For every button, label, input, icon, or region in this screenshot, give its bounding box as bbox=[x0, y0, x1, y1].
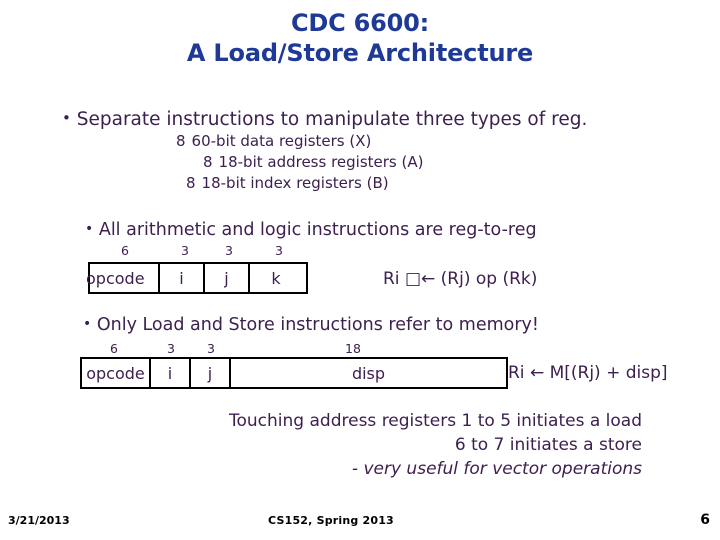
bit-width-label: 18 bbox=[345, 341, 361, 356]
bit-width-label: 3 bbox=[207, 341, 215, 356]
page-title: CDC 6600: A Load/Store Architecture bbox=[0, 8, 720, 68]
bullet-arithmetic-reg-to-reg: • All arithmetic and logic instructions … bbox=[85, 218, 537, 242]
footer-date: 3/21/2013 bbox=[8, 514, 70, 527]
register-count: 8 bbox=[203, 153, 213, 171]
instruction-format-memory: opcode i j disp bbox=[80, 357, 508, 389]
note-line: Touching address registers 1 to 5 initia… bbox=[229, 411, 642, 431]
register-desc: 60-bit data registers (X) bbox=[191, 132, 372, 150]
bit-width-label: 3 bbox=[225, 243, 233, 258]
semantics-register-format: Ri □← (Rj) op (Rk) bbox=[383, 269, 538, 289]
list-item: 8 18-bit address registers (A) bbox=[0, 152, 720, 173]
bullet-3-text: Only Load and Store instructions refer t… bbox=[96, 315, 539, 335]
list-item: 8 18-bit index registers (B) bbox=[0, 173, 720, 194]
title-line-2: A Load/Store Architecture bbox=[186, 39, 534, 67]
bullet-marker-icon: • bbox=[83, 316, 92, 332]
register-count: 8 bbox=[176, 132, 186, 150]
register-count: 8 bbox=[186, 174, 196, 192]
register-type-list: 8 60-bit data registers (X) 8 18-bit addre… bbox=[0, 131, 720, 194]
slide-footer: 3/21/2013 CS152, Spring 2013 6 bbox=[0, 512, 720, 532]
note-line: 6 to 7 initiates a store bbox=[454, 435, 642, 455]
list-item: 8 60-bit data registers (X) bbox=[0, 131, 720, 152]
title-line-1: CDC 6600: bbox=[290, 9, 430, 37]
note-line-italic: - very useful for vector operations bbox=[351, 459, 642, 479]
bullet-marker-icon: • bbox=[62, 109, 71, 127]
field-j: j bbox=[191, 359, 231, 387]
bullet-separate-instructions: • Separate instructions to manipulate th… bbox=[62, 106, 587, 132]
bit-width-label: 3 bbox=[167, 341, 175, 356]
closing-notes: Touching address registers 1 to 5 initia… bbox=[0, 409, 642, 481]
bullet-1-text: Separate instructions to manipulate thre… bbox=[76, 109, 588, 130]
field-i: i bbox=[151, 359, 191, 387]
field-j: j bbox=[205, 264, 250, 292]
field-disp: disp bbox=[351, 363, 386, 383]
field-opcode: opcode bbox=[82, 359, 151, 387]
register-desc: 18-bit address registers (A) bbox=[218, 153, 424, 171]
bit-width-labels-register-format: 6 3 3 3 bbox=[88, 243, 308, 259]
bit-width-label: 3 bbox=[275, 243, 283, 258]
bullet-load-store-memory: • Only Load and Store instructions refer… bbox=[83, 313, 539, 337]
bullet-2-text: All arithmetic and logic instructions ar… bbox=[98, 220, 537, 240]
bit-width-label: 3 bbox=[181, 243, 189, 258]
register-desc: 18-bit index registers (B) bbox=[201, 174, 389, 192]
field-i: i bbox=[160, 264, 205, 292]
bit-width-labels-memory-format: 6 3 3 18 bbox=[80, 341, 508, 357]
bit-width-label: 6 bbox=[110, 341, 118, 356]
instruction-format-register: opcode i j k bbox=[86, 262, 308, 294]
footer-page-number: 6 bbox=[700, 512, 710, 528]
bit-width-label: 6 bbox=[121, 243, 129, 258]
semantics-memory-format: Ri ← M[(Rj) + disp] bbox=[508, 363, 668, 383]
field-opcode: opcode bbox=[86, 264, 160, 292]
bullet-marker-icon: • bbox=[85, 221, 94, 237]
footer-course: CS152, Spring 2013 bbox=[268, 514, 394, 527]
field-k: k bbox=[271, 268, 281, 288]
